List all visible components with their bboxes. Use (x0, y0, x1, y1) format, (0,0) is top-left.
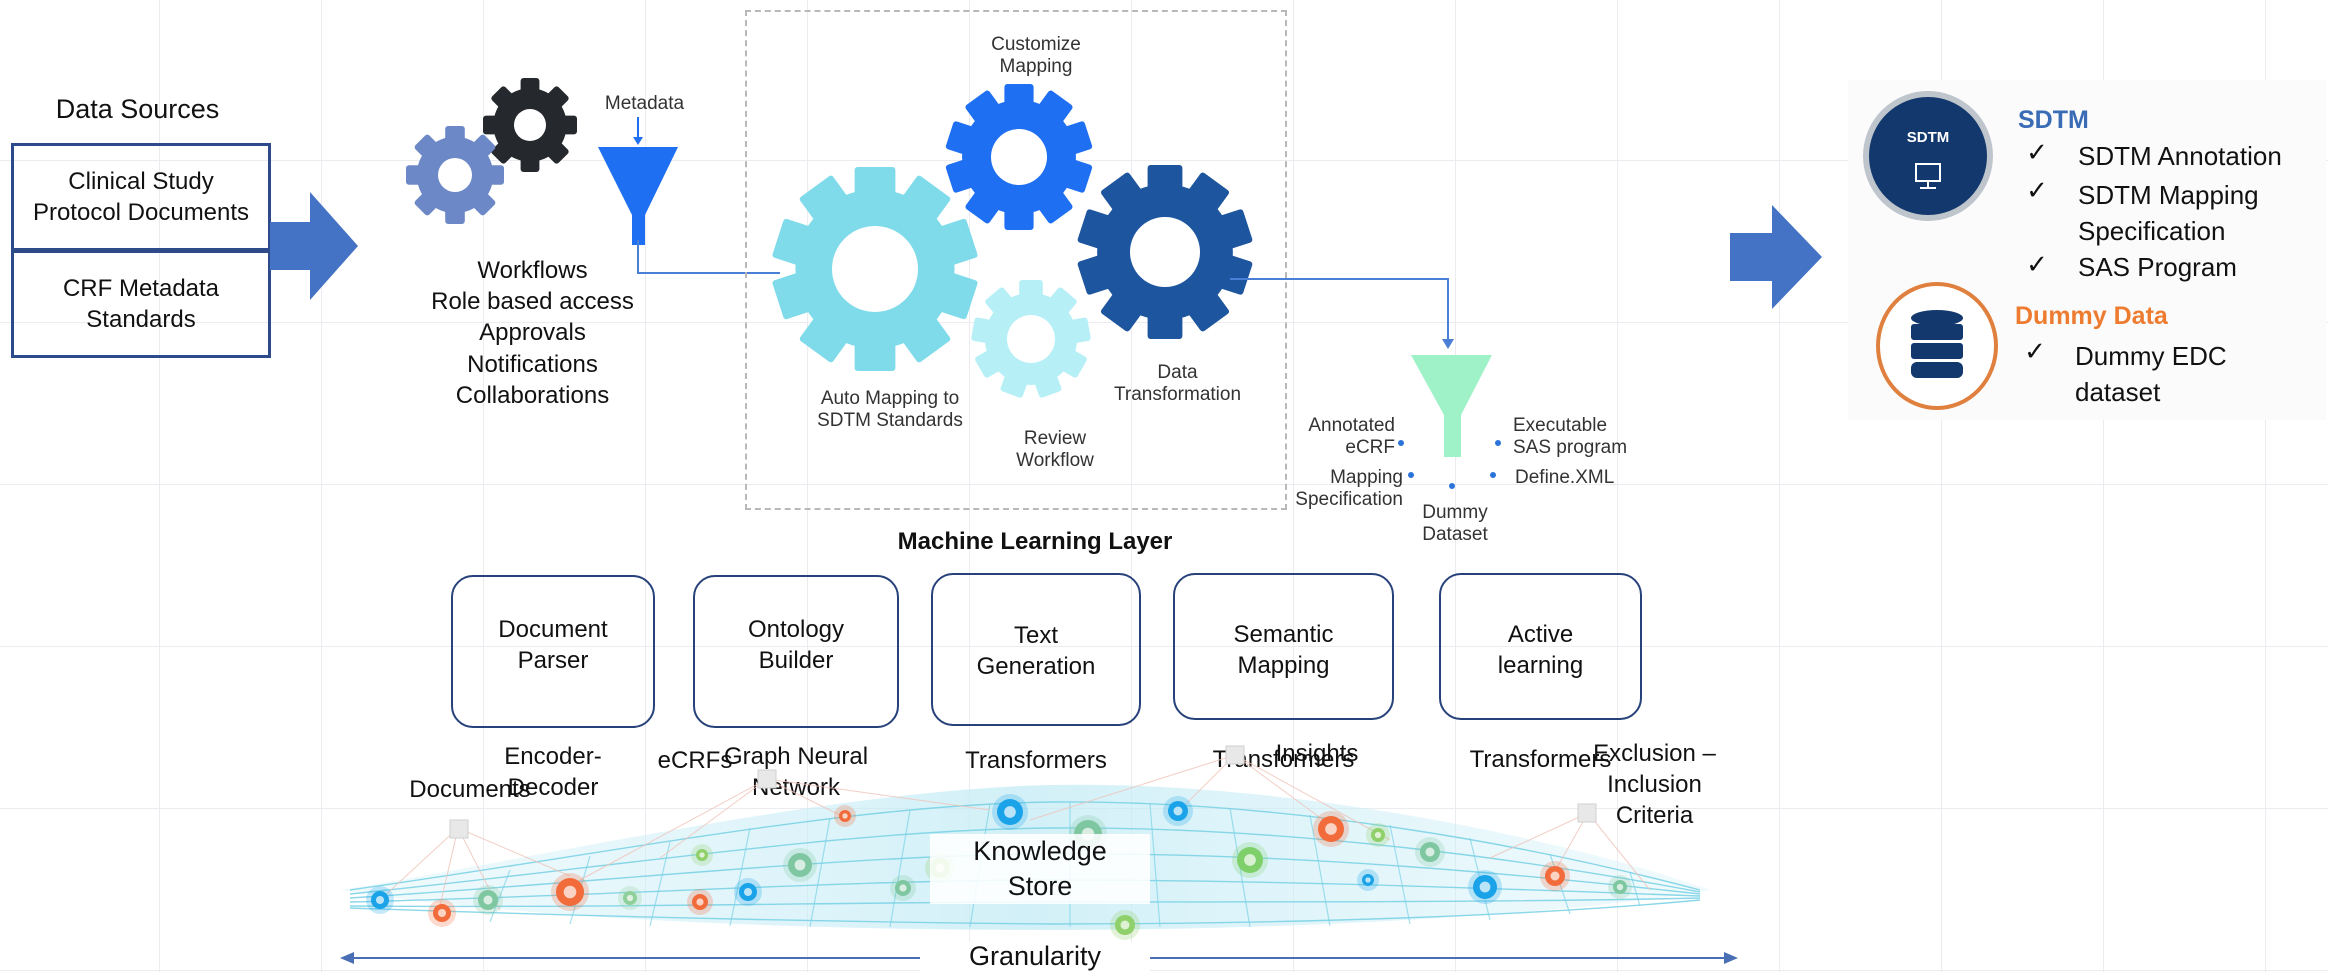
knowledge-documents-label: Documents (409, 776, 531, 803)
knowledge-node-core (743, 887, 753, 897)
knowledge-insights-label: Insights (1275, 740, 1359, 767)
knowledge-node-core (1120, 920, 1130, 930)
gear-icon-data-transformation (1077, 165, 1253, 339)
knowledge-node-core (1325, 823, 1337, 835)
sdtm-item-annotation: SDTM Annotation (2078, 141, 2282, 171)
mapping-region (745, 10, 1287, 510)
knowledge-node-core (483, 895, 493, 905)
knowledge-node-core (696, 898, 704, 906)
sdtm-check-2: ✓ (2026, 175, 2048, 205)
connector-metadata-to-gears (637, 240, 780, 274)
knowledge-node-core (563, 885, 577, 899)
metadata-funnel (598, 117, 678, 245)
gear-icon-customize (945, 84, 1093, 230)
output-executable-sas: Executable SAS program (1513, 415, 1628, 458)
knowledge-node-core (1244, 854, 1256, 866)
knowledge-node-core (1550, 871, 1560, 881)
dummy-data-title: Dummy Data (2015, 302, 2168, 330)
ml-box-model: Encoder- Decoder (504, 742, 602, 802)
output-annotated-ecrf: Annotated eCRF (1308, 415, 1395, 458)
knowledge-store-label: Knowledge Store (930, 834, 1150, 905)
outputs-arrow (1730, 205, 1822, 309)
knowledge-node-core (794, 859, 806, 871)
sdtm-check-3: ✓ (2026, 249, 2048, 279)
dummy-check-1: ✓ (2024, 336, 2046, 366)
output-funnel (1411, 355, 1492, 457)
ml-box-name: Ontology Builder (747, 615, 845, 675)
dummy-item-edc-dataset: Dummy EDC dataset (2075, 341, 2227, 408)
knowledge-node-core (1365, 877, 1371, 883)
gear-icon-auto-mapping (772, 167, 978, 371)
sdtm-title: SDTM (2018, 106, 2089, 134)
knowledge-node-core (699, 852, 705, 858)
sdtm-badge-text: SDTM (1906, 129, 1950, 146)
knowledge-node-core (626, 894, 634, 902)
data-sources-title: Data Sources (55, 94, 220, 124)
gear-icon-slate-small (406, 126, 504, 224)
ml-box-name: Semantic Mapping (1233, 620, 1334, 680)
sdtm-item-sas-program: SAS Program (2078, 252, 2237, 282)
sources-arrow (270, 192, 358, 300)
connector-gears-to-outputs (1230, 278, 1454, 349)
ml-box-name: Active learning (1497, 620, 1584, 680)
knowledge-node-core (1173, 806, 1183, 816)
knowledge-network (340, 745, 1710, 940)
auto-mapping-label: Auto Mapping to SDTM Standards (817, 388, 963, 431)
source-box-crf: CRF Metadata Standards (11, 250, 271, 358)
ml-box-model: Transformers (965, 746, 1107, 774)
knowledge-node-core (842, 813, 848, 819)
output-mapping-spec: Mapping Specification (1295, 467, 1403, 510)
ml-box-ontology-builder: Ontology Builder Graph Neural Network (693, 575, 899, 801)
knowledge-node-core (899, 884, 907, 892)
output-define-xml: Define.XML (1515, 467, 1615, 488)
ml-box-name: Text Generation (976, 621, 1096, 681)
review-workflow-label: Review Workflow (1016, 428, 1094, 471)
gear-icon-review (971, 280, 1091, 398)
ml-box-name: Document Parser (498, 615, 608, 675)
output-dummy-dataset: Dummy Dataset (1422, 502, 1488, 545)
ml-box-active-learning: Active learning Transformers (1439, 573, 1642, 773)
sdtm-item-mapping-spec: SDTM Mapping Specification (2078, 180, 2259, 247)
knowledge-ecrfs-label: eCRFs (657, 747, 733, 774)
gear-icon-dark-small (483, 78, 577, 172)
knowledge-node-core (1479, 881, 1491, 893)
workflow-list: Workflows Role based access Approvals No… (431, 257, 634, 409)
knowledge-node-core (375, 895, 385, 905)
sdtm-badge-icon (1863, 91, 1993, 221)
knowledge-exclusion-label: Exclusion – Inclusion Criteria (1593, 740, 1716, 830)
ml-box-document-parser: Document Parser Encoder- Decoder (451, 575, 655, 801)
ml-layer-title: Machine Learning Layer (897, 528, 1173, 555)
sdtm-check-1: ✓ (2026, 137, 2048, 167)
ml-box-text-generation: Text Generation Transformers (931, 573, 1141, 774)
knowledge-node-core (437, 908, 447, 918)
granularity-label: Granularity (920, 941, 1150, 972)
source-box-protocol: Clinical Study Protocol Documents (11, 143, 271, 251)
knowledge-node-core (1425, 847, 1435, 857)
ml-box-model: Transformers (1469, 745, 1612, 773)
ml-box-semantic-mapping: Semantic Mapping Transformers (1173, 573, 1394, 773)
database-icon (1876, 282, 1998, 410)
output-dots (1398, 440, 1501, 489)
knowledge-node-core (1616, 883, 1624, 891)
customize-mapping-label: Customize Mapping (991, 34, 1081, 77)
metadata-label: Metadata (604, 93, 685, 114)
data-transformation-label: Data Transformation (1113, 362, 1242, 405)
knowledge-node-core (1004, 806, 1016, 818)
knowledge-node-core (1374, 831, 1382, 839)
